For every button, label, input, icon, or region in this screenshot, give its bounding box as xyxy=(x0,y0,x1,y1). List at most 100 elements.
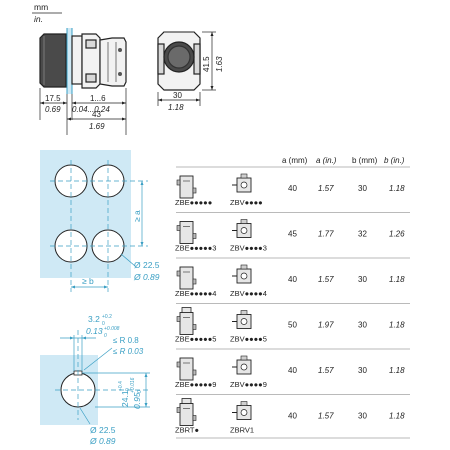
dim-41-5-mm: 41.5 xyxy=(202,56,211,72)
cell-b-mm: 30 xyxy=(358,366,367,375)
cell-b-in: 1.18 xyxy=(389,184,405,193)
spacing-centerlines xyxy=(50,160,148,292)
table-row: ZBE●●●●●5 ZBV●●●●5 50 1.97 30 1.18 xyxy=(175,303,410,344)
svg-text:+0.2: +0.2 xyxy=(102,314,112,320)
dim-17-5-in: 0.69 xyxy=(45,105,61,114)
cutout-arrowheads xyxy=(70,336,148,407)
cell-a-mm: 50 xyxy=(288,321,297,330)
contact-block-icon xyxy=(176,221,197,244)
dim-30-in: 1.18 xyxy=(168,103,184,112)
top-dimension-lines xyxy=(39,31,216,135)
cell-a-mm: 40 xyxy=(288,275,297,284)
top-arrowheads xyxy=(40,32,214,121)
spacing-hole-in: Ø 0.89 xyxy=(133,272,160,282)
cell-b-mm: 30 xyxy=(358,321,367,330)
contact-block-icon xyxy=(176,357,197,381)
cutout-dimension-lines xyxy=(60,335,150,425)
row-right-code: ZBV●●●●9 xyxy=(230,380,267,389)
cell-a-in: 1.77 xyxy=(318,230,334,239)
dim-17-5-mm: 17.5 xyxy=(45,94,61,103)
light-block-icon xyxy=(232,173,252,193)
cell-a-in: 1.57 xyxy=(318,275,334,284)
header-a-in: a (in.) xyxy=(316,156,337,165)
side-view xyxy=(39,28,127,94)
cell-a-mm: 40 xyxy=(288,412,297,421)
light-block-icon xyxy=(232,310,252,329)
dim-range-in: 0.04...0.24 xyxy=(72,105,110,114)
contact-block-icon xyxy=(176,307,197,335)
cutout-diameter-label: 24.1 +0.4 0 0.95 +0.016 0 xyxy=(118,377,143,409)
cell-a-mm: 45 xyxy=(288,230,297,239)
dim-range-mm: 1...6 xyxy=(90,94,106,103)
panel-strip xyxy=(67,28,72,94)
row-left-code: ZBRT● xyxy=(175,426,199,435)
row-right-code: ZBV●●●●4 xyxy=(230,289,267,298)
cutout-hole-mm: Ø 22.5 xyxy=(90,425,116,435)
svg-text:0: 0 xyxy=(102,321,105,327)
cutout-centerlines xyxy=(55,330,150,420)
cutout-radius-mm: ≤ R 0.8 xyxy=(113,336,139,345)
header-b-in: b (in.) xyxy=(384,156,405,165)
row-right-code: ZBRV1 xyxy=(230,426,254,435)
cell-a-in: 1.97 xyxy=(318,321,334,330)
cell-b-in: 1.18 xyxy=(389,366,405,375)
light-block-icon xyxy=(232,355,252,375)
row-left-code: ZBE●●●●● xyxy=(175,198,212,207)
svg-text:+0.016: +0.016 xyxy=(130,377,136,393)
row-right-code: ZBV●●●●5 xyxy=(230,335,267,344)
cell-a-mm: 40 xyxy=(288,184,297,193)
spacing-a-label: ≥ a xyxy=(132,210,142,222)
cell-b-mm: 32 xyxy=(358,230,367,239)
cutout-notch-label: 3.2 +0.2 0 0.13 +0.008 0 xyxy=(86,314,120,339)
spacing-hole-mm: Ø 22.5 xyxy=(134,260,160,270)
cell-a-in: 1.57 xyxy=(318,366,334,375)
cell-b-in: 1.18 xyxy=(389,321,405,330)
light-block-icon xyxy=(232,219,252,238)
unit-in-label: in. xyxy=(34,14,43,24)
cutout-radius-in: ≤ R 0.03 xyxy=(113,347,144,356)
front-view xyxy=(157,31,201,91)
row-left-code: ZBE●●●●●5 xyxy=(175,335,216,344)
cell-b-mm: 30 xyxy=(358,275,367,284)
table-row: ZBE●●●●●3 ZBV●●●●3 45 1.77 32 1.26 xyxy=(175,212,410,253)
svg-text:0.13: 0.13 xyxy=(86,326,103,336)
unit-mm-label: mm xyxy=(34,2,48,12)
svg-text:3.2: 3.2 xyxy=(88,314,100,324)
light-block-icon xyxy=(232,264,252,284)
dim-43-mm: 43 xyxy=(92,110,101,119)
cell-b-in: 1.18 xyxy=(389,412,405,421)
table-header: a (mm) a (in.) b (mm) b (in.) xyxy=(282,156,405,165)
svg-text:24.1: 24.1 xyxy=(120,390,130,407)
cell-b-mm: 30 xyxy=(358,412,367,421)
dim-43-in: 1.69 xyxy=(89,122,105,131)
spacing-dimension-lines xyxy=(71,181,143,288)
row-right-code: ZBV●●●● xyxy=(230,198,263,207)
row-right-code: ZBV●●●●3 xyxy=(230,244,267,253)
header-a-mm: a (mm) xyxy=(282,156,308,165)
cell-b-in: 1.26 xyxy=(389,230,405,239)
cutout-hole-in: Ø 0.89 xyxy=(89,436,116,446)
svg-text:0: 0 xyxy=(137,390,143,393)
row-left-code: ZBE●●●●●3 xyxy=(175,244,216,253)
cell-a-in: 1.57 xyxy=(318,184,334,193)
contact-block-icon xyxy=(176,398,197,426)
svg-text:+0.4: +0.4 xyxy=(118,381,124,391)
cell-b-in: 1.18 xyxy=(389,275,405,284)
dim-30-mm: 30 xyxy=(173,91,182,100)
cell-a-mm: 40 xyxy=(288,366,297,375)
dim-41-5-in: 1.63 xyxy=(215,56,224,72)
svg-text:0: 0 xyxy=(125,388,131,391)
spacing-arrowheads xyxy=(71,181,144,289)
contact-block-icon xyxy=(176,266,197,290)
table-row: ZBRT● ZBRV1 40 1.57 30 1.18 xyxy=(175,394,410,435)
cell-a-in: 1.57 xyxy=(318,412,334,421)
contact-block-icon xyxy=(176,175,197,199)
light-block-icon xyxy=(232,401,252,420)
svg-text:0: 0 xyxy=(104,333,107,339)
svg-text:0.95: 0.95 xyxy=(132,392,142,409)
